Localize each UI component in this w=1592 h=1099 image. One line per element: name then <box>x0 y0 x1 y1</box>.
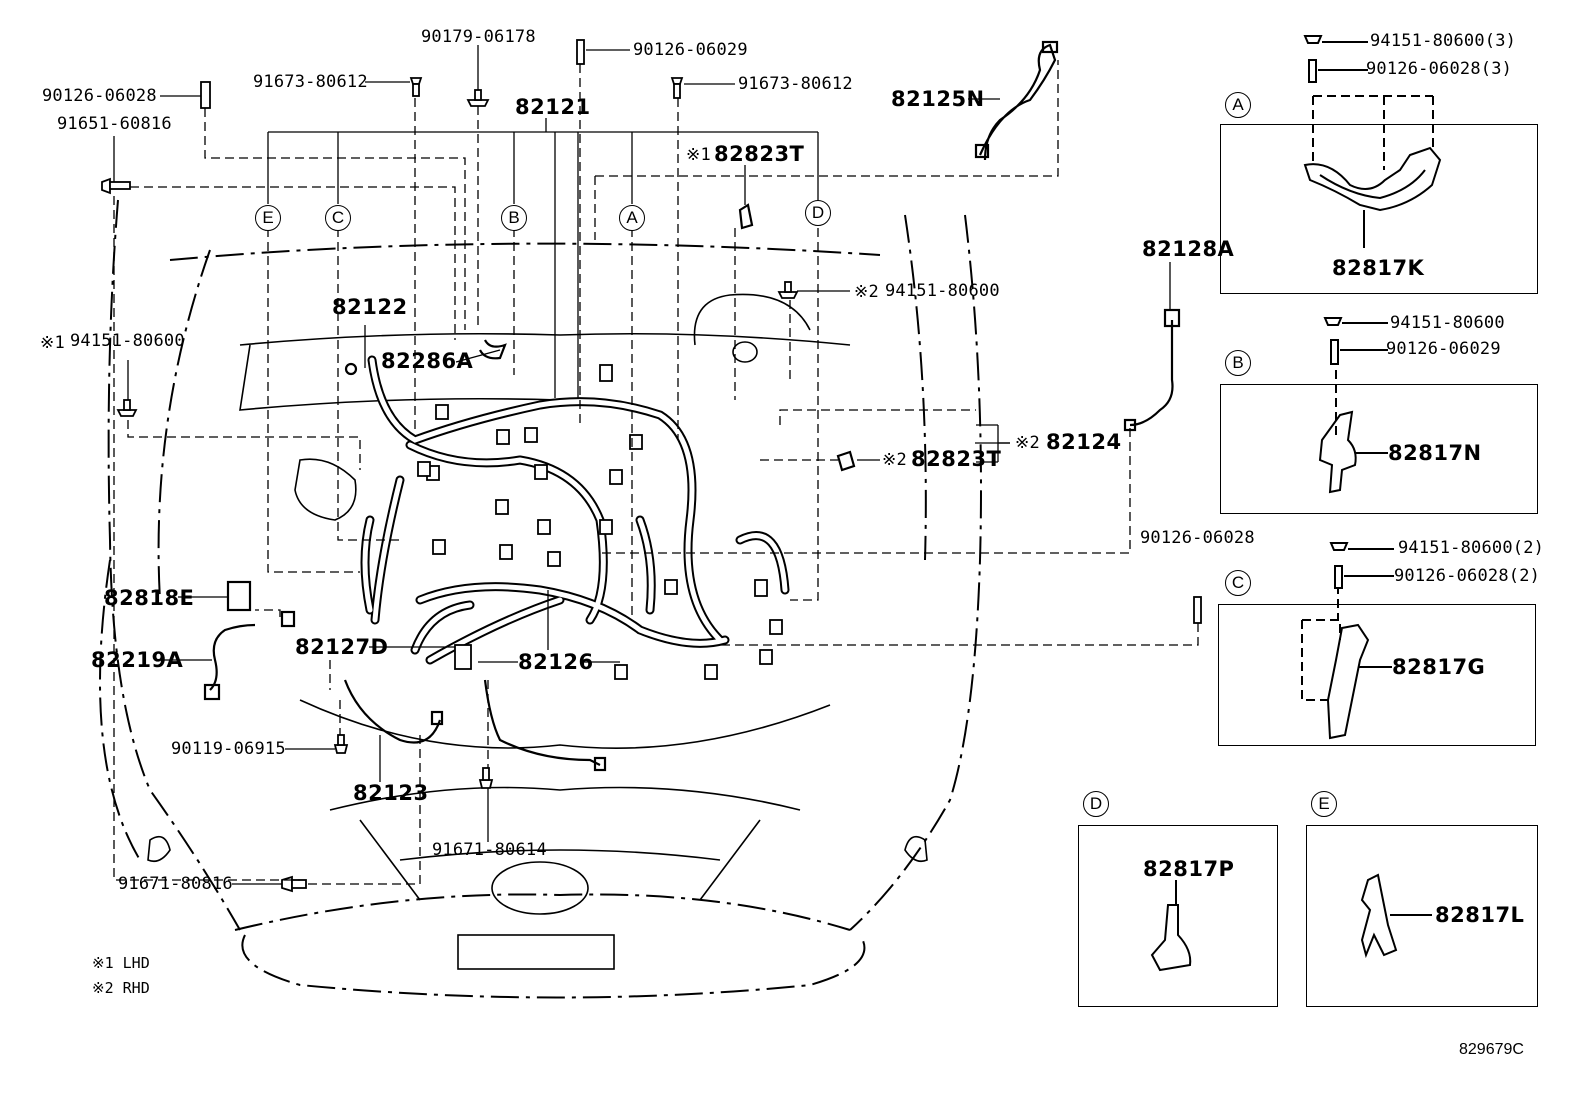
label-90179-06178: 90179-06178 <box>421 27 536 47</box>
wire-harness <box>360 355 790 665</box>
label-82823T-mid: 82823T <box>911 447 1002 471</box>
callout-E: E <box>255 205 281 231</box>
note-lhd-mark: ※1 <box>92 954 114 972</box>
callout-C: C <box>325 205 351 231</box>
label-82126: 82126 <box>518 650 594 674</box>
label-91673-80612-left: 91673-80612 <box>253 72 368 92</box>
vehicle-body-outline <box>99 199 982 999</box>
note-rhd-mark: ※2 <box>92 979 114 997</box>
mark-lhd: ※1 <box>40 333 65 353</box>
callout-A: A <box>619 205 645 231</box>
label-82125N: 82125N <box>891 87 985 111</box>
mark-rhd-82124: ※2 <box>1015 433 1040 453</box>
label-91671-80614: 91671-80614 <box>432 840 547 860</box>
label-94151-80600-rhd: 94151-80600 <box>885 281 1000 301</box>
wire-harness-core <box>362 357 788 663</box>
detail-box-D <box>1078 825 1278 1007</box>
label-82127D: 82127D <box>295 635 389 659</box>
label-91651-60816: 91651-60816 <box>57 114 172 134</box>
label-94151-80600-lhd: 94151-80600 <box>70 331 185 351</box>
box-B-letter: B <box>1225 350 1251 376</box>
label-82823T-top: 82823T <box>714 142 805 166</box>
label-82818E: 82818E <box>104 586 195 610</box>
detail-box-B <box>1220 384 1538 514</box>
mark-rhd: ※2 <box>854 282 879 302</box>
box-B-fastener1: 94151-80600 <box>1390 313 1505 333</box>
mark-rhd-mid: ※2 <box>882 450 907 470</box>
note-lhd-text: LHD <box>122 954 150 972</box>
vehicle-body-contours <box>147 293 928 970</box>
label-82286A: 82286A <box>381 349 474 373</box>
box-A-fastener1: 94151-80600(3) <box>1370 31 1517 51</box>
label-82122: 82122 <box>332 295 408 319</box>
box-C-fastener2: 90126-06028(2) <box>1394 566 1541 586</box>
leader-lines <box>113 45 1171 885</box>
label-90126-06028-right: 90126-06028 <box>1140 528 1255 548</box>
detail-parts <box>1150 35 1442 972</box>
box-C-part: 82817G <box>1392 655 1486 679</box>
label-82128A: 82128A <box>1142 237 1235 261</box>
label-82123: 82123 <box>353 781 429 805</box>
box-D-letter: D <box>1083 791 1109 817</box>
box-A-part: 82817K <box>1332 256 1425 280</box>
callout-D: D <box>805 200 831 226</box>
detail-box-A <box>1220 124 1538 294</box>
harness-connectors <box>417 364 783 680</box>
detail-box-C <box>1218 604 1536 746</box>
dashed-leaders <box>113 60 1199 885</box>
note-rhd-text: RHD <box>122 979 150 997</box>
label-82124: 82124 <box>1046 430 1122 454</box>
label-90126-06029: 90126-06029 <box>633 40 748 60</box>
box-D-part: 82817P <box>1143 857 1235 881</box>
label-91673-80612-right: 91673-80612 <box>738 74 853 94</box>
note-rhd: ※2 RHD <box>92 981 150 996</box>
box-A-fastener2: 90126-06028(3) <box>1366 59 1513 79</box>
box-E-letter: E <box>1311 791 1337 817</box>
box-C-fastener1: 94151-80600(2) <box>1398 538 1545 558</box>
box-E-part: 82817L <box>1435 903 1525 927</box>
callout-B: B <box>501 205 527 231</box>
box-B-fastener2: 90126-06029 <box>1386 339 1501 359</box>
fastener-symbols <box>101 39 1202 893</box>
label-82219A: 82219A <box>91 648 184 672</box>
small-parts <box>203 40 1181 772</box>
box-C-letter: C <box>1225 570 1251 596</box>
box-A-letter: A <box>1225 92 1251 118</box>
note-lhd: ※1 LHD <box>92 956 150 971</box>
label-82121: 82121 <box>515 95 591 119</box>
diagram-code: 829679C <box>1459 1041 1524 1058</box>
label-90126-06028: 90126-06028 <box>42 86 157 106</box>
box-B-part: 82817N <box>1388 441 1482 465</box>
label-90119-06915: 90119-06915 <box>171 739 286 759</box>
label-91671-80816: 91671-80816 <box>118 874 233 894</box>
mark-lhd-top: ※1 <box>686 145 711 165</box>
detail-box-E <box>1306 825 1538 1007</box>
